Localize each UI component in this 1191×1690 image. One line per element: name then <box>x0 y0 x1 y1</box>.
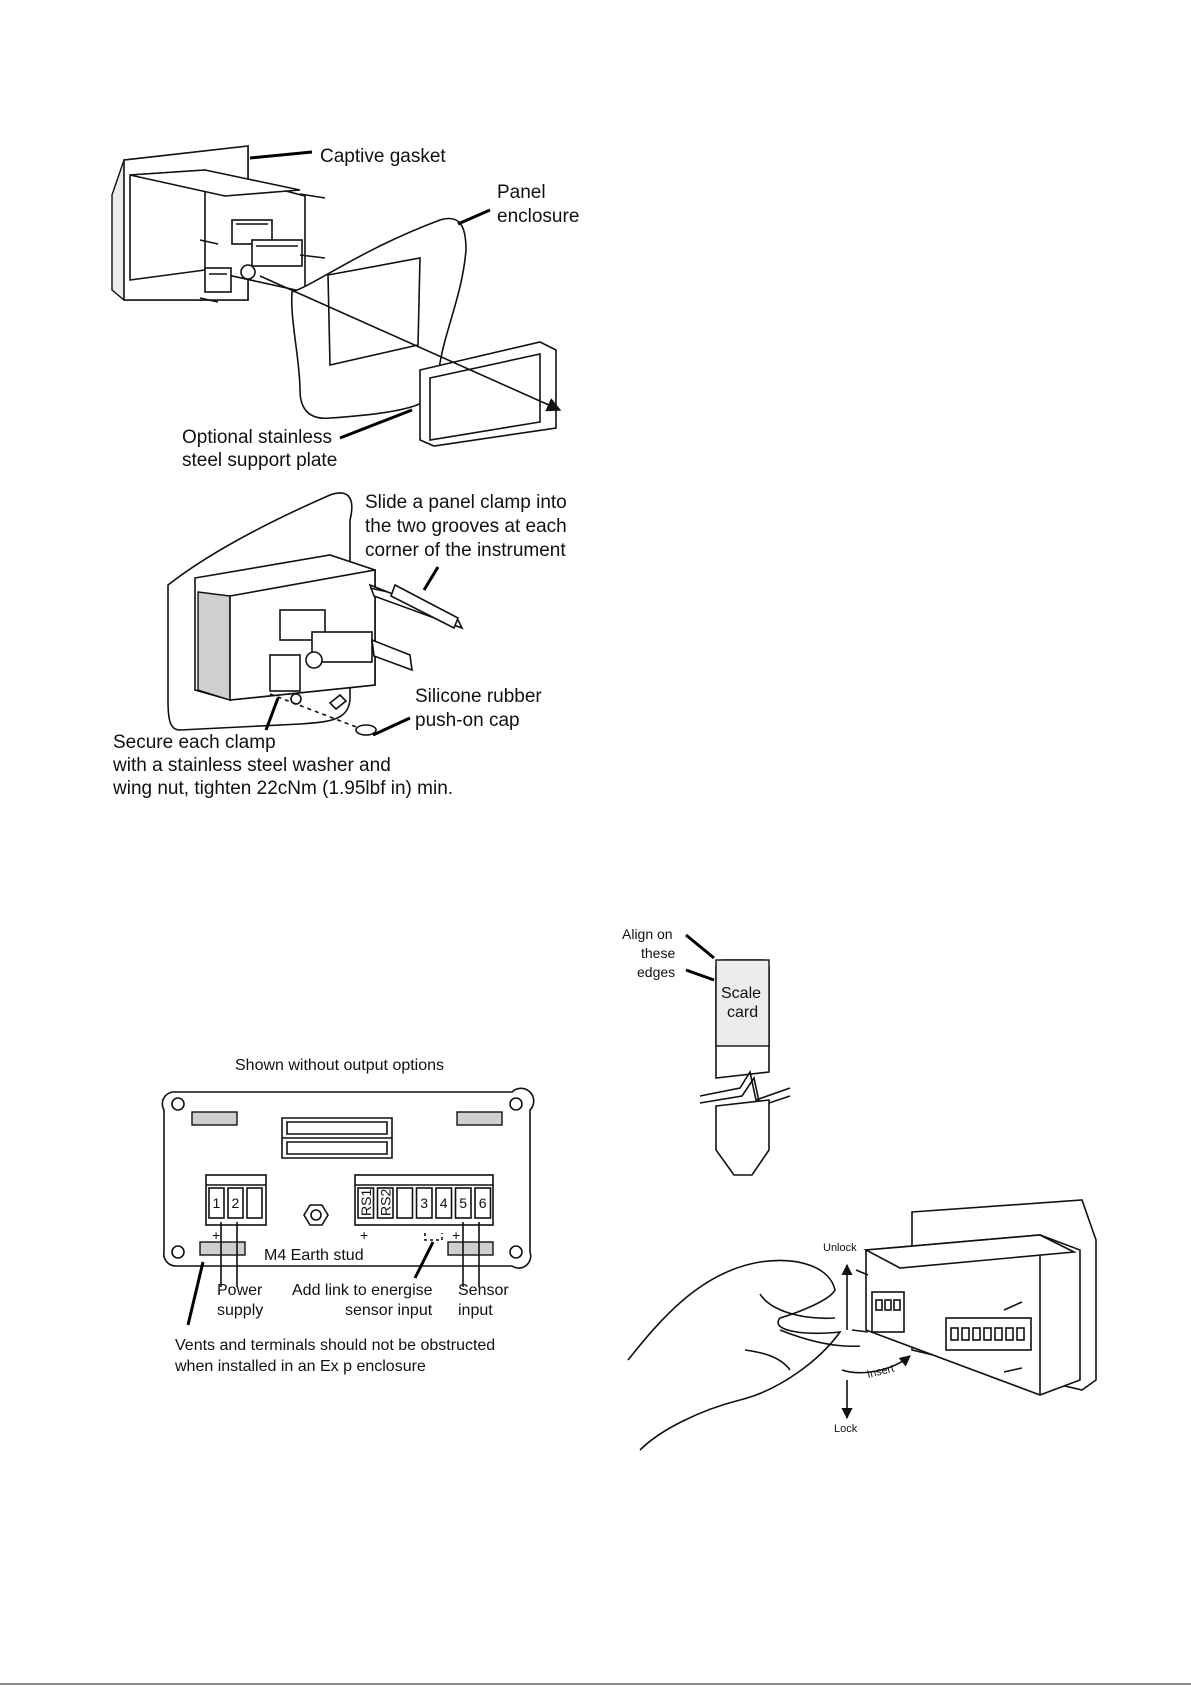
vent-top-right <box>456 1111 503 1126</box>
captive-gasket-label: Captive gasket <box>320 146 446 167</box>
terminal-number: 2 <box>232 1195 240 1211</box>
connector-pin <box>983 1327 992 1341</box>
terminal-number: 4 <box>440 1195 448 1211</box>
vents-warning-1: Vents and terminals should not be obstru… <box>175 1337 495 1354</box>
connector-pin <box>950 1327 959 1341</box>
enclosure-label: enclosure <box>497 206 579 227</box>
slide-clamp-label-1: Slide a panel clamp into <box>365 492 567 513</box>
optional-plate-label-2: steel support plate <box>182 450 337 471</box>
secure-clamp-label-1: Secure each clamp <box>113 732 276 753</box>
connector-pin <box>884 1299 892 1311</box>
vents-warning-2: when installed in an Ex p enclosure <box>174 1358 426 1375</box>
secure-clamp-label-3: wing nut, tighten 22cNm (1.95lbf in) min… <box>112 778 453 799</box>
connector-pin <box>961 1327 970 1341</box>
scale-card-insertion-figure: Unlock Insert Lock <box>627 1199 1097 1451</box>
terminal-number: RS2 <box>377 1189 393 1216</box>
sensor-plus-sign: + <box>452 1227 460 1243</box>
vent-bottom-right <box>447 1241 494 1256</box>
earth-stud-icon <box>303 1204 329 1226</box>
add-link-label-2: sensor input <box>345 1302 433 1319</box>
connector-pins <box>875 1299 1025 1341</box>
silicone-cap-label-2: push-on cap <box>415 710 520 731</box>
insert-label: Insert <box>866 1363 896 1381</box>
vent-top-left <box>191 1111 238 1126</box>
terminal-cell <box>357 1187 375 1219</box>
connector-pin <box>893 1299 901 1311</box>
support-plate <box>419 341 557 447</box>
terminal-cell <box>474 1187 492 1219</box>
terminal-cell <box>227 1187 244 1219</box>
align-label-3: edges <box>637 964 675 980</box>
terminal-number: 1 <box>213 1195 221 1211</box>
scale-card-label-1: Scale <box>721 985 761 1002</box>
power-supply-label-2: supply <box>217 1302 263 1319</box>
lock-label: Lock <box>834 1423 858 1435</box>
terminal-cell <box>208 1187 225 1219</box>
terminal-cell <box>435 1187 453 1219</box>
sensor-input-label-1: Sensor <box>458 1282 509 1299</box>
slide-clamp-label-2: the two grooves at each <box>365 516 567 537</box>
slide-clamp-label-3: corner of the instrument <box>365 540 566 561</box>
panel-label: Panel <box>497 182 546 203</box>
earth-stud-label: M4 Earth stud <box>264 1247 364 1264</box>
vent-bottom-left <box>199 1241 246 1256</box>
panel-clamp-figure: Slide a panel clamp into the two grooves… <box>112 492 567 799</box>
terminal-caption: Shown without output options <box>235 1057 444 1074</box>
terminal-number: 6 <box>479 1195 487 1211</box>
panel-enclosure <box>290 217 467 419</box>
connector-pin <box>1005 1327 1014 1341</box>
instrument-housing <box>111 145 326 303</box>
connector-pin <box>1016 1327 1025 1341</box>
terminal-cell <box>396 1187 414 1219</box>
terminal-cell <box>246 1187 263 1219</box>
terminal-number: RS1 <box>358 1189 374 1216</box>
align-label-1: Align on <box>622 926 673 942</box>
rs-plus-sign: + <box>360 1227 368 1243</box>
panel-mounting-exploded-figure: Captive gasket Panel enclosure Optional … <box>111 145 579 471</box>
terminal-number: 5 <box>459 1195 467 1211</box>
terminal-cell <box>376 1187 394 1219</box>
connector-pin <box>875 1299 883 1311</box>
scale-card-figure: Align on these edges Scale card <box>622 926 791 1176</box>
unlock-label: Unlock <box>823 1242 857 1254</box>
secure-clamp-label-2: with a stainless steel washer and <box>112 755 391 776</box>
connector-pin <box>972 1327 981 1341</box>
power-plus-sign: + <box>212 1227 220 1243</box>
power-supply-label-1: Power <box>217 1282 263 1299</box>
scale-card-label-2: card <box>727 1004 758 1021</box>
silicone-cap-label-1: Silicone rubber <box>415 686 542 707</box>
terminal-number: 3 <box>420 1195 428 1211</box>
sensor-input-label-2: input <box>458 1302 493 1319</box>
optional-plate-label-1: Optional stainless <box>182 427 332 448</box>
add-link-label-1: Add link to energise <box>292 1282 433 1299</box>
align-label-2: these <box>641 945 675 961</box>
terminal-cell <box>454 1187 472 1219</box>
connector-pin <box>994 1327 1003 1341</box>
terminal-cell <box>415 1187 433 1219</box>
